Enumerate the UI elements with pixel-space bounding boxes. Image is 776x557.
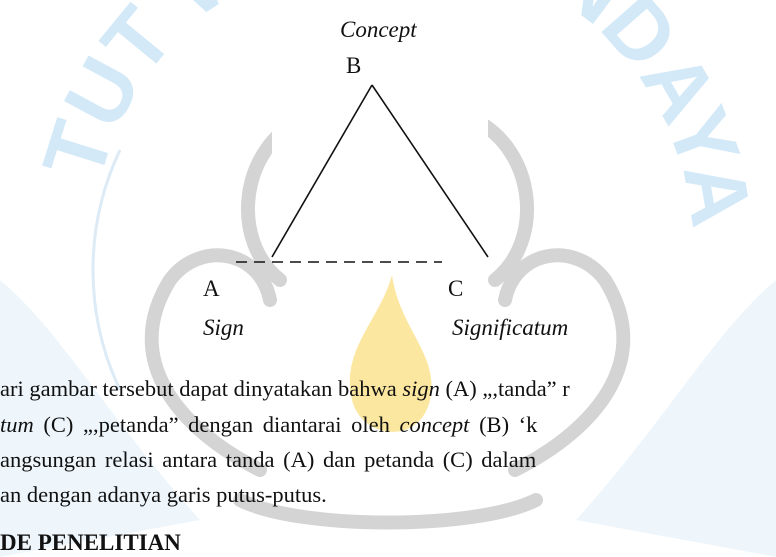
- triangle-right-edge: [372, 85, 488, 257]
- vertex-c-label: C: [448, 277, 463, 300]
- paragraph-line-2: tum (C) „,petanda” dengan diantarai oleh…: [0, 414, 537, 437]
- vertex-b-label: B: [346, 54, 361, 77]
- paragraph-line-4: an dengan adanya garis putus-putus.: [0, 484, 327, 507]
- sign-label: Sign: [203, 316, 244, 339]
- vertex-a-label: A: [203, 277, 220, 300]
- triangle-left-edge: [272, 85, 372, 257]
- significatum-label: Significatum: [452, 316, 568, 339]
- section-heading: DE PENELITIAN: [0, 530, 181, 556]
- concept-label: Concept: [340, 18, 417, 41]
- paragraph-line-3: angsungan relasi antara tanda (A) dan pe…: [0, 449, 536, 472]
- paragraph-line-1: ari gambar tersebut dapat dinyatakan bah…: [0, 378, 570, 401]
